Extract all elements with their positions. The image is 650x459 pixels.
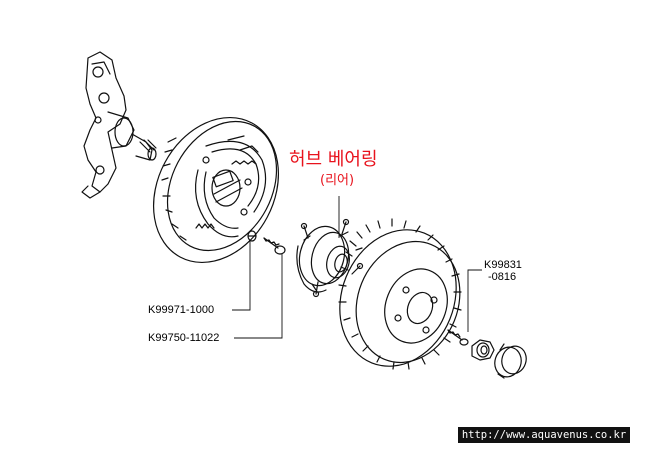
watermark-url: http://www.aquavenus.co.kr <box>458 427 630 443</box>
part-label-left-bolt: K99971-1000 <box>148 304 215 316</box>
brake-drum-icon <box>338 218 462 370</box>
hub-bearing-icon <box>296 218 364 298</box>
leader-line-left-bolt <box>232 240 251 311</box>
hub-nut-icon <box>471 339 495 361</box>
drum-screw-icon <box>447 329 469 346</box>
steering-knuckle-icon <box>81 51 157 199</box>
hub-cap-icon <box>494 343 527 379</box>
backing-plate-bolt-icon <box>247 230 257 242</box>
title-main: 허브 베어링 <box>289 149 378 170</box>
leader-line-right-bolt <box>467 269 482 332</box>
part-label-right-bolt-line2: -0816 <box>488 271 517 283</box>
brake-backing-plate-icon <box>152 116 280 264</box>
leader-line-left-screw <box>234 254 283 339</box>
screw-icon <box>263 237 286 255</box>
part-label-right-bolt-line1: K99831 <box>484 259 522 271</box>
title-sub: (리어) <box>320 173 355 188</box>
part-label-left-screw: K99750-11022 <box>148 332 220 344</box>
